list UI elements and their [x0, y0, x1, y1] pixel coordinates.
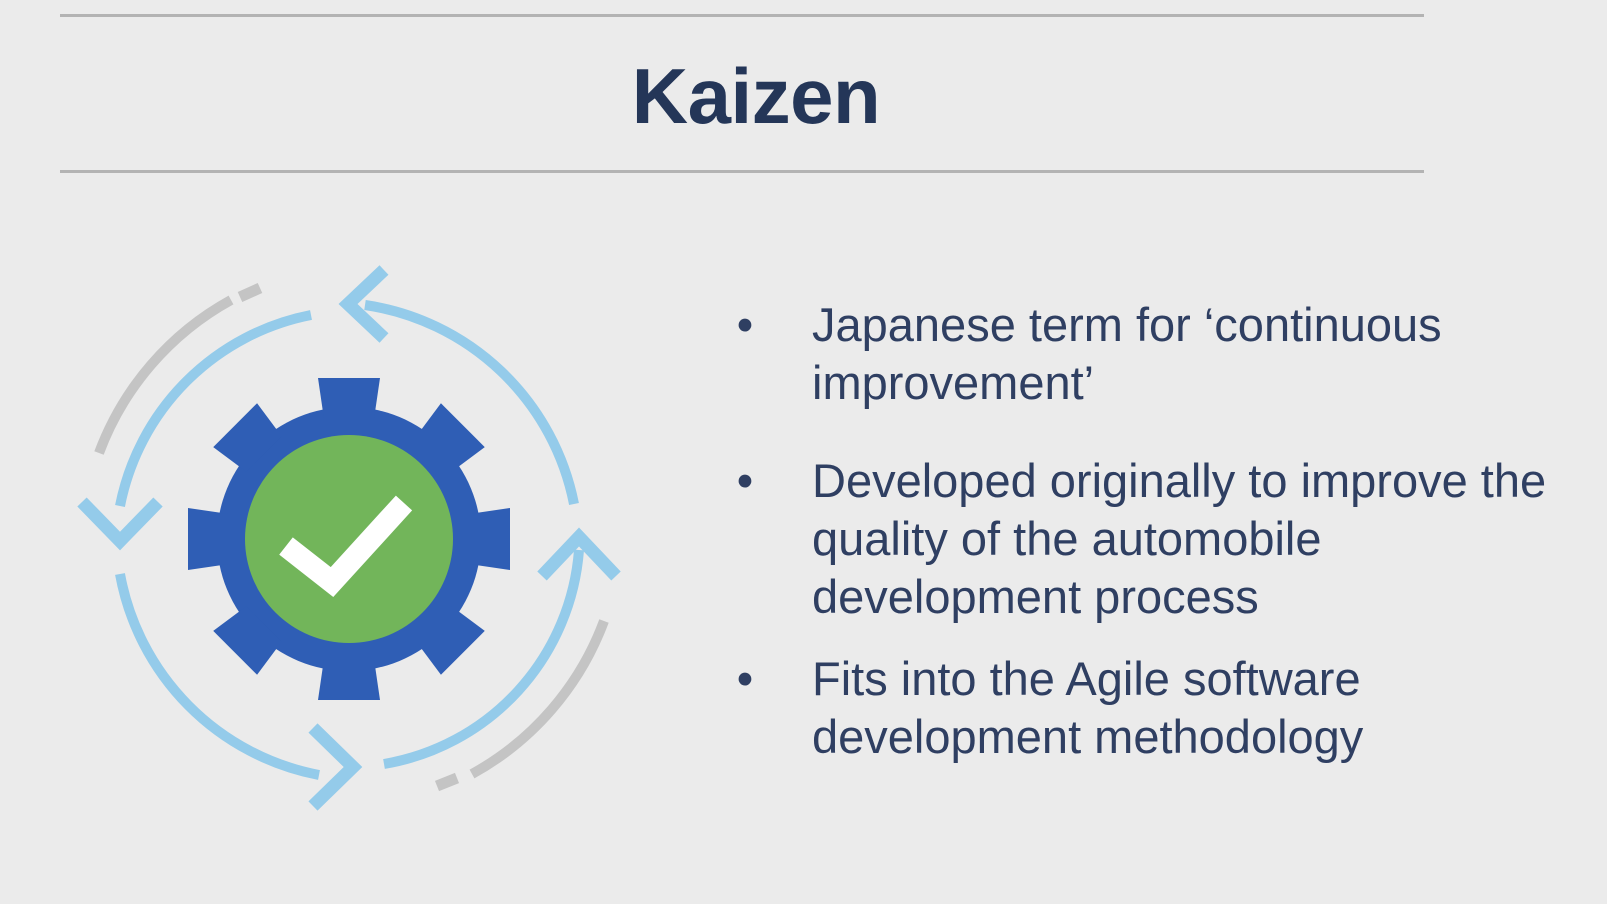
arrowhead-bottom — [308, 723, 363, 811]
check-circle — [245, 435, 453, 643]
title-divider — [60, 170, 1424, 173]
continuous-improvement-illustration — [70, 265, 650, 845]
cycle-arc-bottom-right — [383, 549, 584, 769]
accent-dash-top — [237, 282, 263, 303]
cycle-arc-top-left — [115, 310, 312, 507]
bullet-line: Developed originally to improve the — [812, 454, 1547, 507]
gear-checkmark-cycle-icon — [77, 265, 621, 811]
arrowhead-top — [338, 265, 389, 343]
bullet-line: development process — [812, 570, 1259, 623]
cycle-arc-bottom-left — [115, 573, 320, 780]
bullet-line: Japanese term for ‘continuous — [812, 298, 1442, 351]
accent-dash-bottom — [434, 772, 460, 792]
top-divider — [60, 14, 1424, 17]
bullet-line: improvement’ — [812, 356, 1095, 409]
bullet-text: Japanese term for ‘continuous improvemen… — [812, 296, 1607, 412]
bullet-dot: • — [736, 298, 754, 351]
arrowhead-right — [537, 527, 621, 581]
cycle-arc-top-right — [364, 300, 579, 505]
accent-arc-bottom-right — [469, 619, 609, 779]
arrowhead-left — [77, 497, 163, 551]
bullet-line: development methodology — [812, 710, 1364, 763]
accent-arc-top-left — [94, 295, 234, 455]
bullet-text: Fits into the Agile software development… — [812, 650, 1607, 766]
checkmark-icon — [279, 495, 413, 597]
bullet-text: Developed originally to improve the qual… — [812, 452, 1607, 626]
bullet-line: quality of the automobile — [812, 512, 1322, 565]
bullet-dot: • — [736, 652, 754, 705]
bullet-line: Fits into the Agile software — [812, 652, 1361, 705]
bullet-dot: • — [736, 454, 754, 507]
slide-title: Kaizen — [631, 52, 881, 140]
